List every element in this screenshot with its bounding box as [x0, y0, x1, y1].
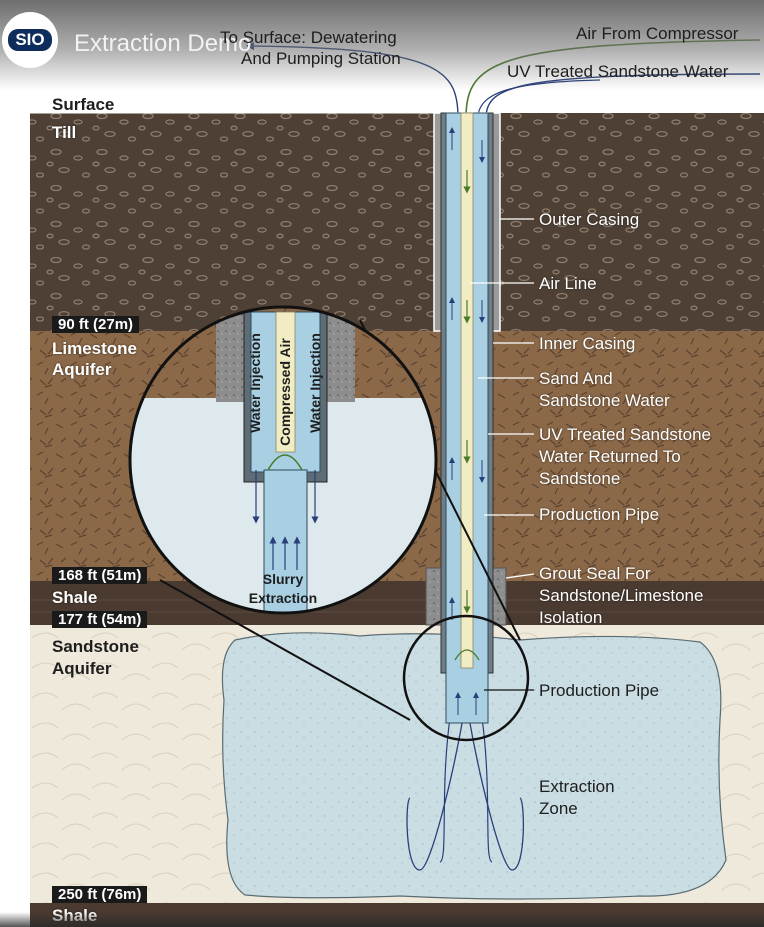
channel-logo[interactable]: SIO [2, 12, 58, 68]
uv-returned-label-2: Water Returned To [539, 447, 681, 466]
sandstone-label-1: Sandstone [52, 637, 139, 656]
inner-casing-label: Inner Casing [539, 334, 636, 353]
video-title[interactable]: Extraction Demo [74, 30, 252, 57]
extraction-zone-label-2: Zone [539, 799, 578, 818]
sandstone-label-2: Aquifer [52, 659, 112, 678]
depth-177-tag: 177 ft (54m) [52, 611, 148, 628]
extraction-zone-label-1: Extraction [539, 777, 615, 796]
limestone-label-1: Limestone [52, 339, 138, 358]
to-surface-label-2: And Pumping Station [241, 49, 401, 68]
till-label: Till [52, 123, 77, 142]
production-pipe-label: Production Pipe [539, 505, 660, 524]
shale-label: Shale [52, 588, 98, 607]
inset-water-injection-right: Water Injection [307, 333, 323, 433]
grout-seal-label-1: Grout Seal For [539, 564, 651, 583]
uv-treated-water-label: UV Treated Sandstone Water [507, 62, 729, 81]
sand-water-label-1: Sand And [539, 369, 613, 388]
depth-90-tag: 90 ft (27m) [52, 316, 140, 333]
grout-seal-label-2: Sandstone/Limestone [539, 586, 704, 605]
inset-slurry-label-1: Slurry [262, 571, 304, 587]
till-layer [30, 113, 764, 331]
grout-seal-label-3: Isolation [539, 608, 603, 627]
shale-layer [30, 581, 764, 625]
video-bottom-bar [0, 912, 764, 927]
air-from-compressor-label: Air From Compressor [576, 24, 739, 43]
production-pipe-lower-label: Production Pipe [539, 681, 660, 700]
air-line [460, 112, 474, 669]
uv-returned-label-1: UV Treated Sandstone [539, 425, 712, 444]
video-top-bar [0, 0, 764, 90]
outer-casing-label: Outer Casing [539, 210, 640, 229]
air-line-label: Air Line [539, 274, 597, 293]
to-surface-label-1: To Surface: Dewatering [220, 28, 397, 47]
depth-250-tag: 250 ft (76m) [52, 886, 148, 903]
channel-logo-text: SIO [8, 29, 52, 51]
well [425, 112, 507, 724]
limestone-label-2: Aquifer [52, 360, 112, 379]
sand-water-label-2: Sandstone Water [539, 391, 670, 410]
inset-water-injection-left: Water Injection [247, 333, 263, 433]
inset-slurry-label-2: Extraction [248, 590, 318, 606]
uv-returned-label-3: Sandstone [539, 469, 621, 488]
inset-compressed-air: Compressed Air [277, 338, 293, 446]
magnifier-small [402, 614, 530, 742]
surface-label: Surface [52, 95, 115, 114]
depth-168-tag: 168 ft (51m) [52, 567, 148, 584]
